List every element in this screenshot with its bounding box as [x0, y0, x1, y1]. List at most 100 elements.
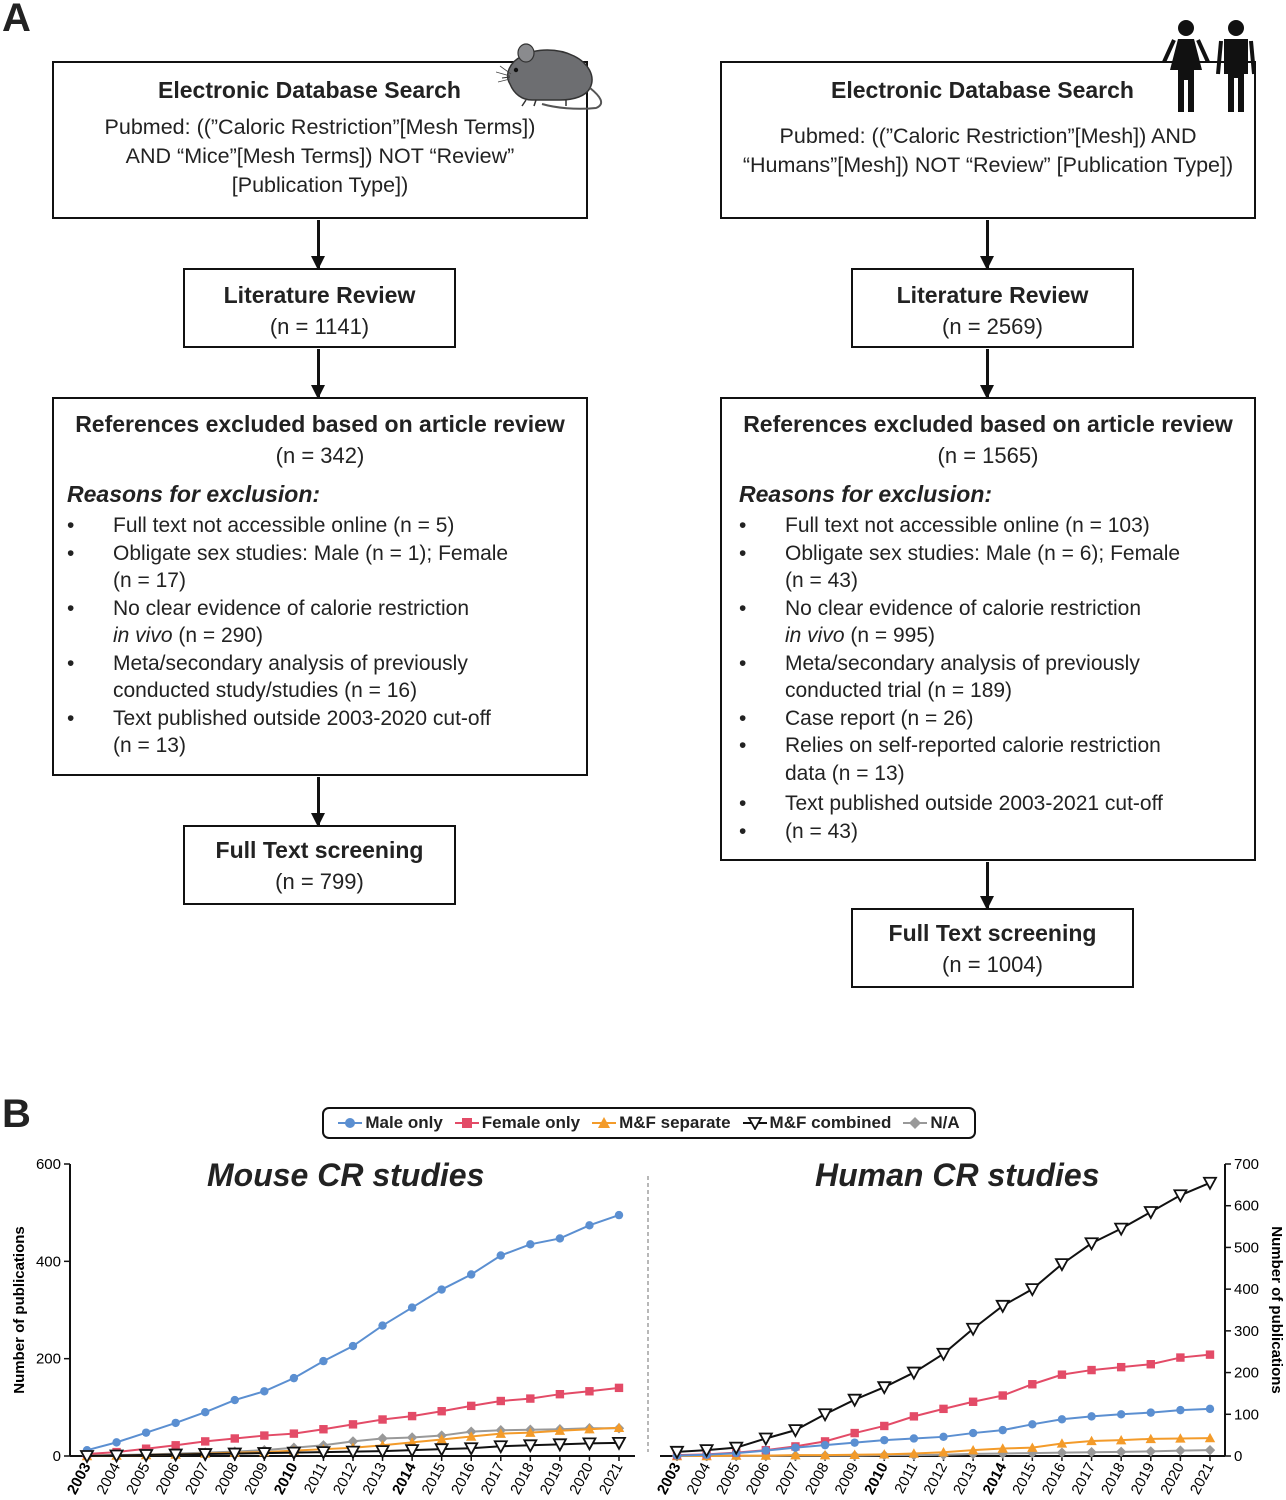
y-axis-label: Number of publications — [11, 1226, 28, 1394]
data-point — [1028, 1420, 1037, 1429]
x-tick-label: 2010 — [271, 1460, 302, 1497]
legend-item-na: N/A — [903, 1113, 960, 1133]
legend-item-male-only: Male only — [338, 1113, 443, 1133]
list-item: Meta/secondary analysis of previouslycon… — [739, 650, 1246, 705]
legend-item-mf-separate: M&F separate — [592, 1113, 731, 1133]
list-item: Full text not accessible online (n = 5) — [67, 512, 578, 540]
y-tick-label: 0 — [53, 1448, 61, 1465]
data-point — [526, 1240, 535, 1249]
human-search-box: Electronic Database Search Pubmed: ((”Ca… — [720, 61, 1256, 219]
human-excluded-box: References excluded based on article rev… — [720, 397, 1256, 861]
human-screening-count: (n = 1004) — [942, 952, 1043, 977]
data-point — [998, 1391, 1007, 1400]
data-point — [1146, 1408, 1155, 1417]
mouse-excluded-title: References excluded based on article rev… — [75, 411, 565, 437]
x-tick-label: 2013 — [950, 1460, 981, 1497]
data-point — [79, 1450, 95, 1464]
data-point — [965, 1322, 981, 1337]
data-point — [347, 1436, 359, 1447]
series-line — [86, 1214, 620, 1452]
list-item: Text published outside 2003-2020 cut-off… — [67, 705, 578, 760]
mouse-excluded-count: (n = 342) — [275, 443, 365, 468]
x-tick-label: 2018 — [1098, 1460, 1129, 1497]
data-point — [1175, 1433, 1186, 1443]
mouse-screening-title: Full Text screening — [215, 837, 424, 863]
legend-marker — [592, 1117, 617, 1128]
mouse-review-title: Literature Review — [223, 282, 416, 308]
data-point — [525, 1427, 536, 1437]
data-point — [1116, 1362, 1126, 1372]
data-point — [467, 1401, 476, 1411]
x-tick-label: 2011 — [891, 1460, 921, 1496]
x-tick-label: 2013 — [359, 1460, 390, 1497]
data-point — [1113, 1222, 1129, 1237]
data-point — [1205, 1404, 1215, 1414]
chart-legend: Male only Female only M&F separate M&F comb… — [322, 1107, 976, 1139]
legend-label: M&F combined — [769, 1113, 892, 1132]
data-point — [1204, 1444, 1216, 1456]
y-tick-label: 600 — [36, 1156, 61, 1173]
series-mf-combined — [79, 1436, 627, 1464]
data-point — [1084, 1237, 1100, 1252]
data-point — [880, 1421, 889, 1431]
data-point — [819, 1449, 831, 1460]
data-point — [406, 1437, 418, 1447]
list-item: (n = 43) — [739, 818, 1246, 846]
data-point — [286, 1446, 302, 1461]
data-point — [201, 1437, 210, 1446]
x-tick-label: 2007 — [182, 1460, 213, 1497]
data-point — [850, 1438, 859, 1447]
data-point — [613, 1422, 625, 1432]
legend-label: Female only — [481, 1113, 581, 1132]
data-point — [585, 1387, 594, 1396]
data-point — [1028, 1380, 1037, 1389]
list-item: Text published outside 2003-2021 cut-off — [739, 790, 1246, 818]
x-tick-label: 2006 — [153, 1460, 184, 1497]
x-tick-label: 2021 — [596, 1460, 627, 1497]
y-tick-label: 200 — [36, 1351, 61, 1368]
x-tick-label: 2014 — [389, 1459, 420, 1497]
x-tick-label: 2005 — [713, 1460, 744, 1497]
mouse-search-query: Pubmed: ((”Caloric Restriction”[Mesh Ter… — [104, 115, 536, 197]
list-item: No clear evidence of calorie restriction… — [67, 595, 578, 650]
data-point — [760, 1450, 772, 1460]
data-point — [906, 1366, 922, 1381]
y-tick-label: 0 — [1234, 1448, 1242, 1465]
mouse-review-box: Literature Review (n = 1141) — [183, 268, 456, 348]
data-point — [319, 1356, 328, 1366]
data-point — [728, 1441, 744, 1456]
data-point — [437, 1285, 446, 1294]
data-point — [699, 1444, 715, 1459]
data-point — [1176, 1353, 1185, 1362]
data-point — [1056, 1438, 1068, 1448]
legend-marker-symbol — [345, 1118, 356, 1128]
data-point — [171, 1441, 180, 1450]
data-point — [1086, 1435, 1097, 1446]
data-point — [939, 1432, 948, 1442]
data-point — [998, 1425, 1007, 1435]
x-tick-label: 2004 — [93, 1460, 124, 1497]
data-point — [968, 1428, 978, 1438]
data-point — [1115, 1434, 1127, 1445]
y-tick-label: 100 — [1234, 1406, 1259, 1423]
data-point — [1176, 1405, 1185, 1415]
data-point — [493, 1440, 509, 1455]
data-point — [1175, 1445, 1186, 1456]
data-point — [1205, 1350, 1215, 1359]
data-point — [1143, 1206, 1159, 1220]
data-point — [1172, 1189, 1188, 1204]
legend-marker — [338, 1118, 363, 1128]
data-point — [555, 1389, 565, 1399]
x-tick-label: 2016 — [448, 1460, 479, 1497]
x-tick-label: 2014 — [980, 1459, 1011, 1497]
human-reasons-list: Full text not accessible online (n = 103… — [739, 512, 1246, 845]
x-tick-label: 2019 — [537, 1460, 568, 1497]
data-point — [1057, 1415, 1067, 1424]
data-point — [1145, 1433, 1156, 1444]
human-arrow-3 — [980, 862, 994, 910]
data-point — [404, 1444, 420, 1459]
x-tick-label: 2012 — [330, 1460, 361, 1497]
x-tick-label: 2008 — [802, 1460, 833, 1497]
mouse-screening-box: Full Text screening (n = 799) — [183, 825, 456, 905]
